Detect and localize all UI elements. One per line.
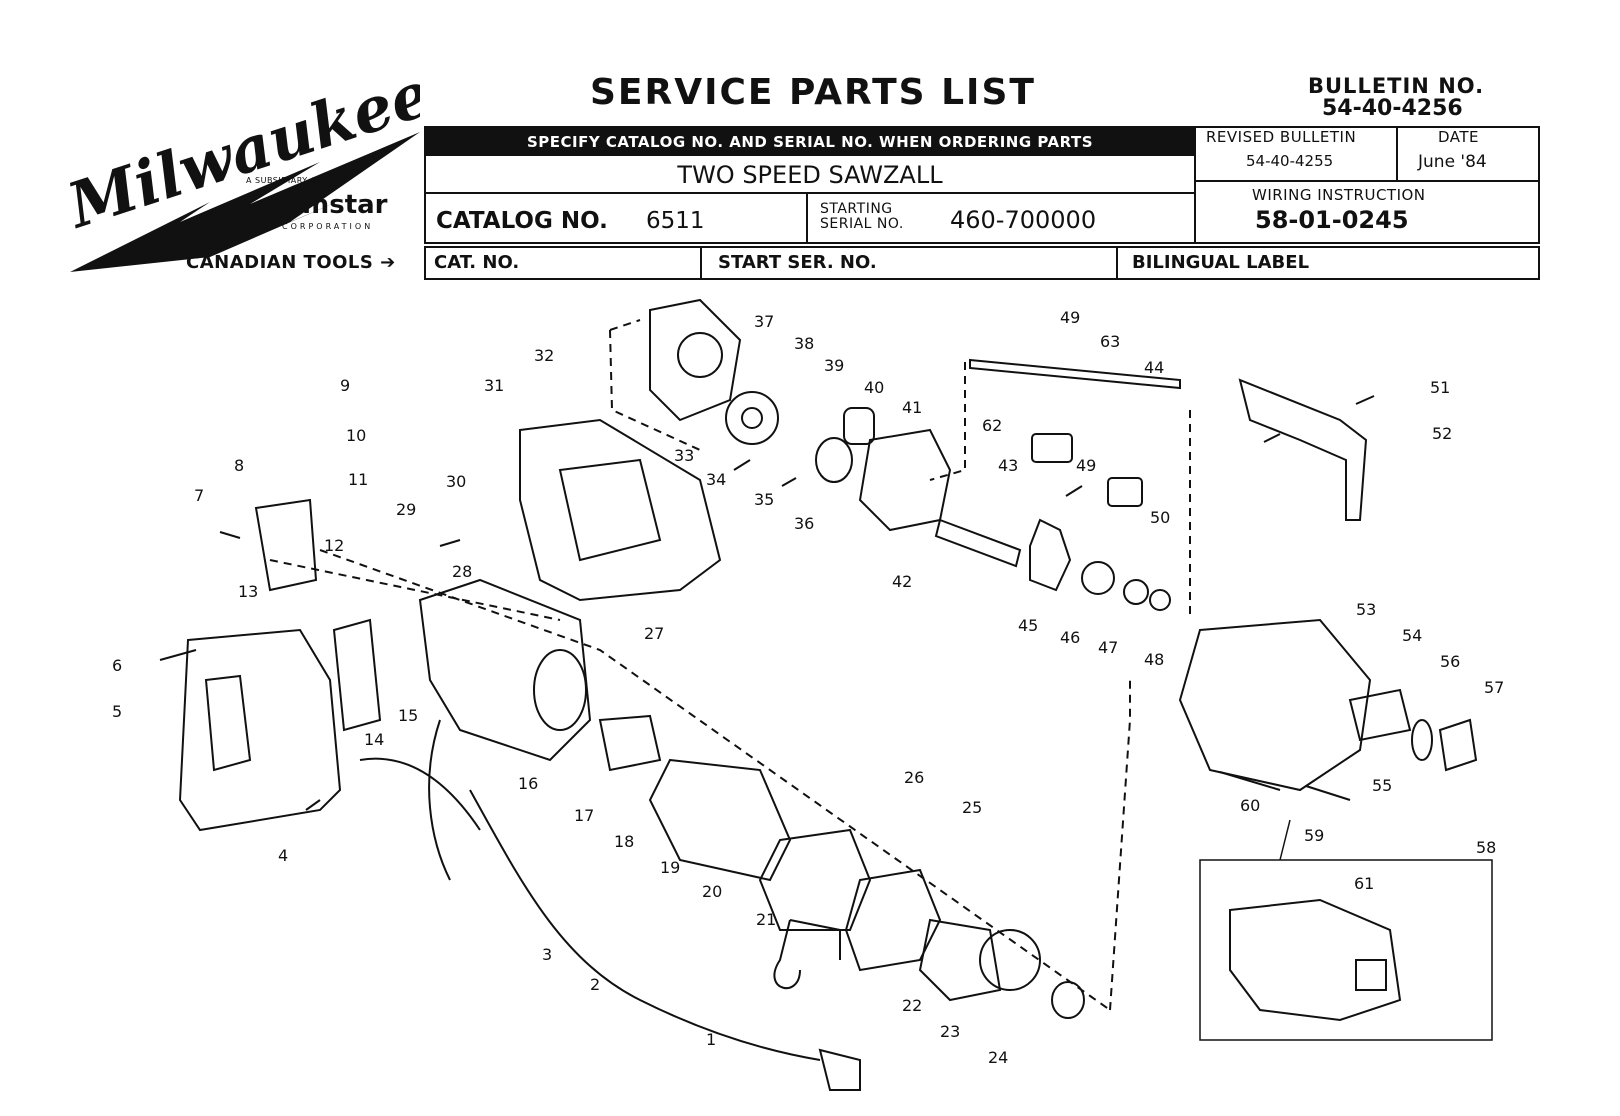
divider: [1396, 128, 1398, 180]
part-number-label: 50: [1150, 508, 1171, 527]
part-number-label: 52: [1432, 424, 1453, 443]
part-number-label: 61: [1354, 874, 1375, 893]
part-number-label: 45: [1018, 616, 1039, 635]
amstar-logo: Amstar: [282, 190, 388, 220]
divider: [1116, 248, 1118, 278]
part-number-label: 53: [1356, 600, 1377, 619]
part-number-label: 54: [1402, 626, 1423, 645]
part-number-label: 37: [754, 312, 775, 331]
part-number-label: 18: [614, 832, 635, 851]
part-number-label: 25: [962, 798, 983, 817]
part-number-label: 56: [1440, 652, 1461, 671]
part-number-label: 24: [988, 1048, 1009, 1067]
bilingual-label: BILINGUAL LABEL: [1132, 252, 1310, 273]
catalog-number: 6511: [646, 208, 705, 234]
part-number-label: 38: [794, 334, 815, 353]
wiring-instruction-label: WIRING INSTRUCTION: [1252, 186, 1426, 204]
part-number-label: 60: [1240, 796, 1261, 815]
specify-note: SPECIFY CATALOG NO. AND SERIAL NO. WHEN …: [426, 128, 1194, 156]
part-number-label: 2: [590, 975, 601, 994]
canadian-cat-label: CAT. NO.: [434, 252, 520, 273]
part-number-label: 6: [112, 656, 123, 675]
subsidiary-line: A SUBSIDIARY OF: [246, 176, 323, 185]
part-number-label: 4: [278, 846, 289, 865]
part-number-label: 14: [364, 730, 385, 749]
part-number-label: 39: [824, 356, 845, 375]
part-number-label: 41: [902, 398, 923, 417]
divider: [806, 194, 808, 242]
part-number-label: 23: [940, 1022, 961, 1041]
part-number-label: 55: [1372, 776, 1393, 795]
canadian-box: [424, 246, 1540, 280]
canadian-start-serial-label: START SER. NO.: [718, 252, 877, 273]
part-number-label: 43: [998, 456, 1019, 475]
part-number-label: 48: [1144, 650, 1165, 669]
part-number-label: 19: [660, 858, 681, 877]
model-name: TWO SPEED SAWZALL: [677, 161, 943, 189]
part-number-label: 29: [396, 500, 417, 519]
part-number-label: 22: [902, 996, 923, 1015]
milwaukee-logo: Milwaukee: [57, 57, 440, 282]
part-number-label: 8: [234, 456, 245, 475]
part-number-label: 49: [1076, 456, 1097, 475]
part-number-label: 36: [794, 514, 815, 533]
part-number-label: 31: [484, 376, 505, 395]
divider: [1194, 128, 1196, 242]
divider: [426, 192, 1194, 194]
part-number-label: 17: [574, 806, 595, 825]
part-number-label: 44: [1144, 358, 1165, 377]
part-number-label: 62: [982, 416, 1003, 435]
catalog-label: CATALOG NO.: [436, 208, 608, 234]
part-number-label: 1: [706, 1030, 717, 1049]
date-value: June '84: [1418, 152, 1487, 172]
amstar-corporation: CORPORATION: [282, 222, 374, 231]
date-label: DATE: [1438, 128, 1480, 146]
part-number-label: 16: [518, 774, 539, 793]
starting-serial-label: STARTING SERIAL NO.: [820, 201, 904, 232]
part-number-label: 11: [348, 470, 369, 489]
divider: [1196, 180, 1538, 182]
part-number-label: 5: [112, 702, 123, 721]
part-number-label: 57: [1484, 678, 1505, 697]
revised-bulletin-label: REVISED BULLETIN: [1206, 128, 1357, 146]
part-number-label: 21: [756, 910, 777, 929]
header-box: [424, 126, 1540, 244]
part-number-label: 51: [1430, 378, 1451, 397]
part-number-label: 9: [340, 376, 351, 395]
wiring-instruction-number: 58-01-0245: [1255, 206, 1409, 234]
part-number-label: 26: [904, 768, 925, 787]
part-number-label: 46: [1060, 628, 1081, 647]
part-number-label: 47: [1098, 638, 1119, 657]
part-number-label: 10: [346, 426, 367, 445]
serial-number: 460-700000: [950, 206, 1097, 234]
page-title: SERVICE PARTS LIST: [590, 72, 1036, 113]
bulletin-number: 54-40-4256: [1322, 96, 1463, 121]
revised-bulletin-number: 54-40-4255: [1246, 152, 1334, 170]
part-number-label: 35: [754, 490, 775, 509]
part-number-label: 13: [238, 582, 259, 601]
part-number-label: 40: [864, 378, 885, 397]
part-number-label: 20: [702, 882, 723, 901]
part-number-label: 12: [324, 536, 345, 555]
part-number-label: 42: [892, 572, 913, 591]
part-number-label: 3: [542, 945, 553, 964]
part-number-label: 33: [674, 446, 695, 465]
part-number-label: 49: [1060, 308, 1081, 327]
bulletin-label: BULLETIN NO.: [1308, 74, 1485, 98]
part-number-label: 58: [1476, 838, 1497, 857]
part-number-label: 27: [644, 624, 665, 643]
part-number-label: 59: [1304, 826, 1325, 845]
part-number-label: 63: [1100, 332, 1121, 351]
canadian-tools-label: CANADIAN TOOLS ➔: [186, 252, 396, 273]
part-number-label: 28: [452, 562, 473, 581]
part-number-label: 7: [194, 486, 205, 505]
part-number-label: 32: [534, 346, 555, 365]
divider: [700, 248, 702, 278]
part-number-label: 15: [398, 706, 419, 725]
arrow-right-icon: ➔: [380, 252, 396, 273]
part-number-label: 34: [706, 470, 727, 489]
part-number-label: 30: [446, 472, 467, 491]
